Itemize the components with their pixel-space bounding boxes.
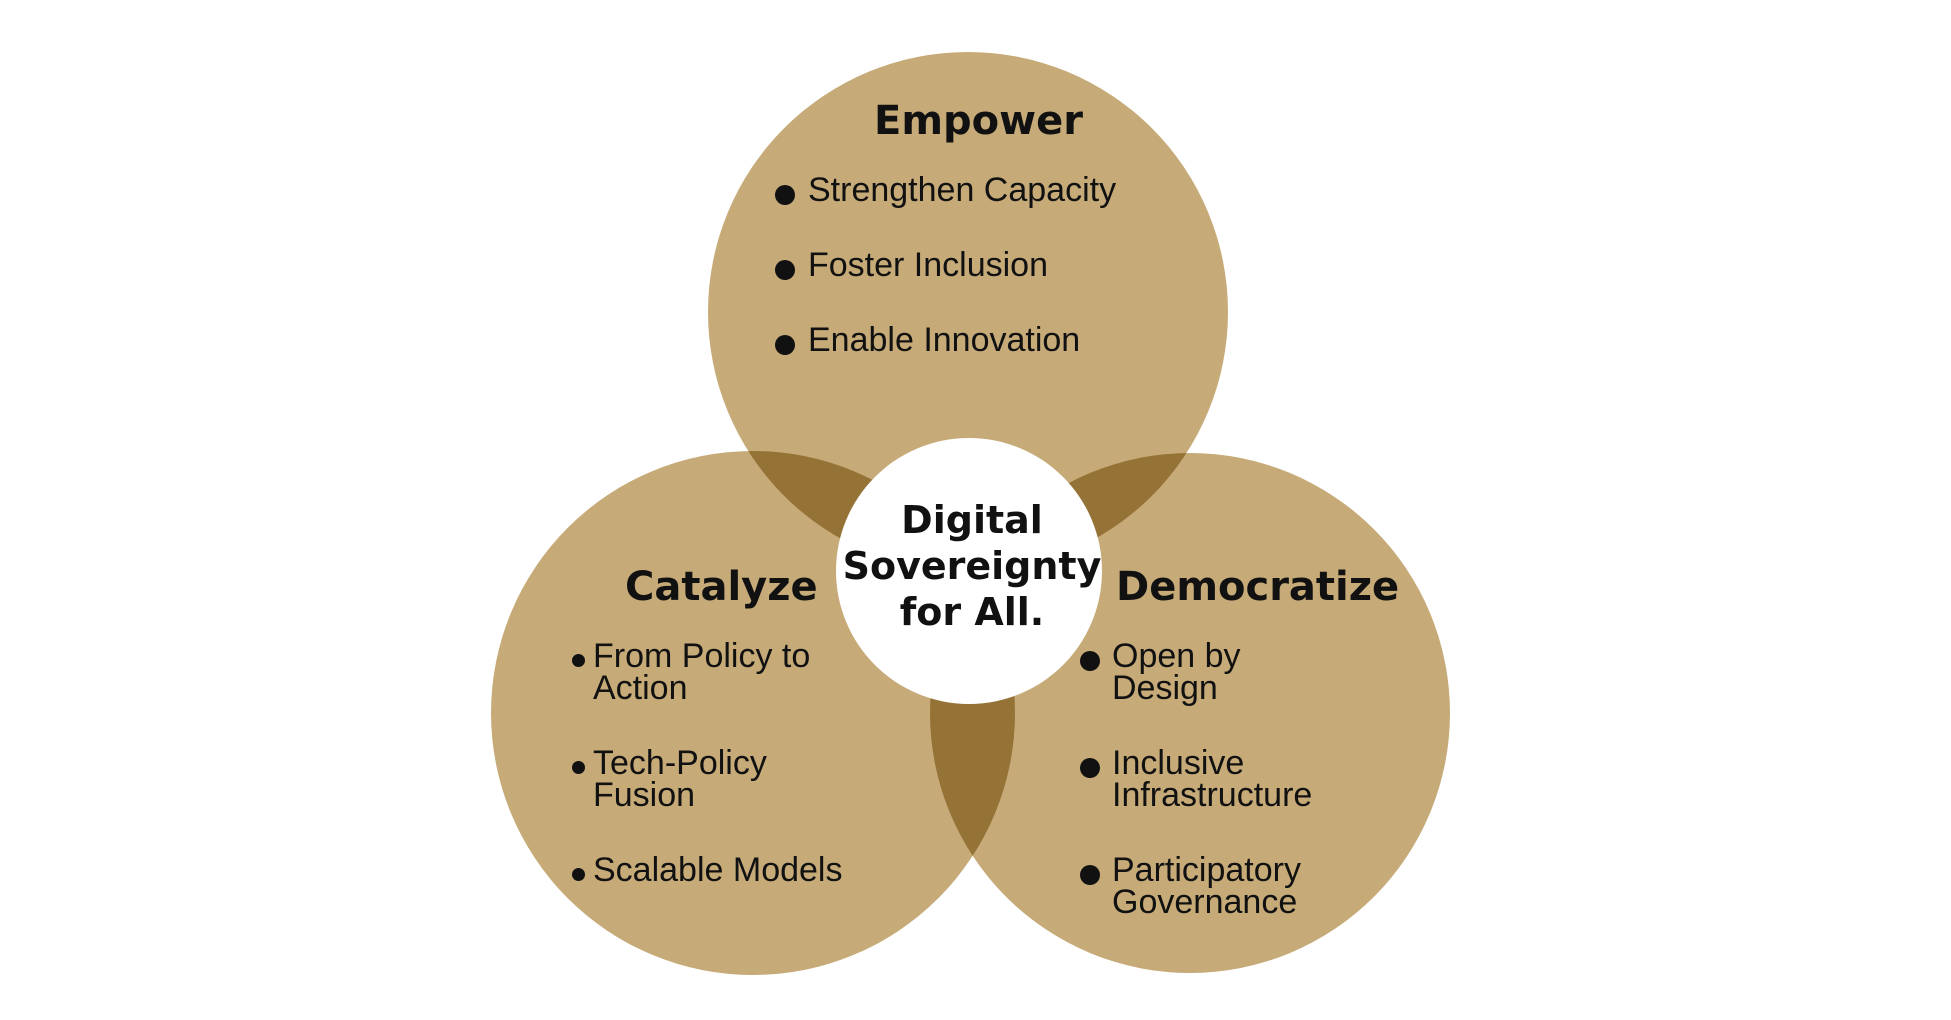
center-circle bbox=[836, 438, 1102, 704]
bullet-icon bbox=[775, 260, 795, 280]
list-item: From Policy to Action bbox=[572, 637, 843, 707]
list-item-label: Foster Inclusion bbox=[808, 246, 1048, 284]
list-item-label: Inclusive Infrastructure bbox=[1112, 744, 1313, 814]
center-label: Digital Sovereignty for All. bbox=[839, 497, 1105, 635]
bullet-icon bbox=[572, 868, 585, 881]
bullet-icon bbox=[572, 761, 585, 774]
empower-title: Empower bbox=[874, 98, 1083, 144]
empower-list: Strengthen Capacity Foster Inclusion Ena… bbox=[775, 171, 1168, 359]
list-item: Participatory Governance bbox=[1080, 851, 1342, 921]
list-item: Scalable Models bbox=[572, 851, 843, 889]
catalyze-title: Catalyze bbox=[625, 564, 818, 610]
bullet-icon bbox=[1080, 651, 1100, 671]
bullet-icon bbox=[775, 185, 795, 205]
list-item: Inclusive Infrastructure bbox=[1080, 744, 1342, 814]
bullet-icon bbox=[572, 654, 585, 667]
list-item: Tech-Policy Fusion bbox=[572, 744, 843, 814]
list-item-label: Strengthen Capacity bbox=[808, 171, 1117, 209]
list-item-label: Enable Innovation bbox=[808, 321, 1081, 359]
list-item: Enable Innovation bbox=[775, 321, 1168, 359]
list-item-label: Open by Design bbox=[1112, 637, 1241, 707]
list-item-label: Tech-Policy Fusion bbox=[593, 744, 767, 814]
bullet-icon bbox=[1080, 758, 1100, 778]
center-line-3: for All. bbox=[899, 590, 1045, 634]
empower-circle bbox=[708, 52, 1228, 572]
list-item-label: Participatory Governance bbox=[1112, 851, 1301, 921]
democratize-list: Open by Design Inclusive Infrastructure … bbox=[1080, 637, 1342, 921]
democratize-title: Democratize bbox=[1116, 564, 1400, 610]
catalyze-list: From Policy to Action Tech-Policy Fusion… bbox=[572, 637, 843, 889]
list-item: Foster Inclusion bbox=[775, 246, 1168, 284]
bullet-icon bbox=[775, 335, 795, 355]
bullet-icon bbox=[1080, 865, 1100, 885]
center-line-1: Digital bbox=[901, 498, 1043, 542]
center-line-2: Sovereignty bbox=[842, 544, 1102, 588]
list-item: Strengthen Capacity bbox=[775, 171, 1168, 209]
list-item: Open by Design bbox=[1080, 637, 1342, 707]
list-item-label: Scalable Models bbox=[593, 851, 843, 889]
list-item-label: From Policy to Action bbox=[593, 637, 811, 707]
